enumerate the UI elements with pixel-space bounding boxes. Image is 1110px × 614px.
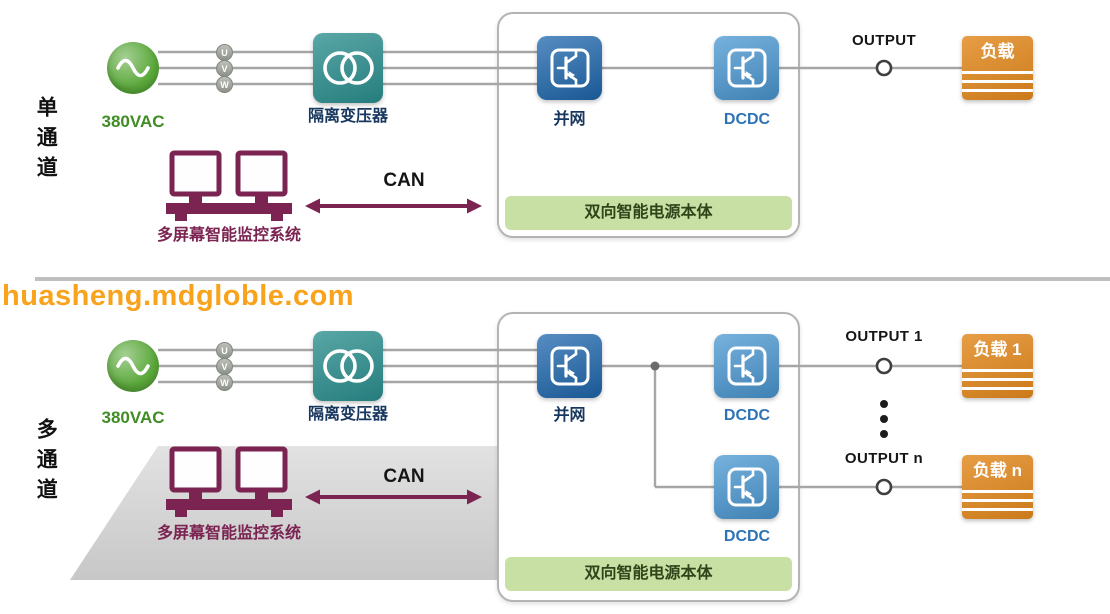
transformer-label: 隔离变压器 — [307, 108, 388, 125]
dcdc-converter-icon-2 — [714, 455, 779, 519]
igbt-icon — [727, 346, 766, 386]
output-n-label: OUTPUT n — [844, 450, 924, 467]
dcdc-label: DCDC — [723, 111, 771, 128]
watermark-text: huasheng.mdgloble.com — [2, 280, 355, 312]
output1-label: OUTPUT 1 — [845, 328, 923, 345]
section-divider — [35, 277, 1110, 281]
load-box-n: 负载 n — [962, 455, 1033, 519]
load-stripes-icon — [962, 490, 1033, 511]
phase-u-badge: U — [216, 44, 233, 61]
load-label-1: 负载 1 — [973, 340, 1022, 359]
top-output-node — [875, 59, 893, 77]
monitor-system-label: 多屏幕智能监控系统 — [156, 525, 301, 542]
side-label-single: 单通道 — [34, 96, 58, 186]
igbt-icon — [727, 48, 766, 88]
sine-wave-glyph — [116, 356, 150, 376]
ac-source-icon — [107, 340, 159, 392]
source-voltage-label: 380VAC — [101, 408, 165, 427]
transformer-label: 隔离变压器 — [307, 406, 388, 423]
phase-w-badge: W — [216, 374, 233, 391]
bottom-output-wires — [779, 357, 962, 496]
phase-v-badge: V — [216, 358, 233, 375]
can-bus-label: CAN — [383, 466, 425, 487]
output1-node — [875, 357, 893, 375]
dcdc-converter-icon — [714, 36, 779, 100]
load-stripes-icon — [962, 369, 1033, 390]
floor-shape — [70, 446, 510, 580]
source-voltage-label: 380VAC — [101, 112, 165, 131]
ac-source-icon — [107, 42, 159, 94]
load-box-1: 负载 1 — [962, 334, 1033, 398]
dcdc-label-2: DCDC — [723, 528, 771, 545]
isolation-transformer-icon — [313, 33, 383, 103]
dcdc-converter-icon-1 — [714, 334, 779, 398]
igbt-icon — [550, 346, 589, 386]
load-stripes-icon — [962, 71, 1033, 92]
inverter-label: 并网 — [553, 111, 586, 128]
inverter-label: 并网 — [553, 407, 586, 424]
phase-u-badge: U — [216, 342, 233, 359]
top-can-arrow — [305, 198, 482, 214]
igbt-icon — [727, 467, 766, 507]
ellipsis-dots-icon — [880, 400, 888, 438]
load-label-n: 负载 n — [972, 461, 1023, 480]
load-box: 负载 — [962, 36, 1033, 100]
load-label: 负载 — [980, 42, 1015, 61]
output-label: OUTPUT — [851, 32, 917, 49]
side-label-multi: 多通道 — [34, 418, 58, 508]
monitors-icon — [166, 446, 292, 520]
output-n-node — [875, 478, 893, 496]
grid-inverter-icon — [537, 334, 602, 398]
monitor-system-label: 多屏幕智能监控系统 — [156, 227, 301, 244]
igbt-icon — [550, 48, 589, 88]
phase-v-badge: V — [216, 60, 233, 77]
dcdc-label-1: DCDC — [723, 407, 771, 424]
sine-wave-glyph — [116, 58, 150, 78]
phase-w-badge: W — [216, 76, 233, 93]
isolation-transformer-icon — [313, 331, 383, 401]
can-bus-label: CAN — [383, 170, 425, 191]
power-body-bar: 双向智能电源本体 — [505, 557, 792, 591]
grid-inverter-icon — [537, 36, 602, 100]
monitors-icon — [166, 150, 292, 224]
power-body-bar: 双向智能电源本体 — [505, 196, 792, 230]
